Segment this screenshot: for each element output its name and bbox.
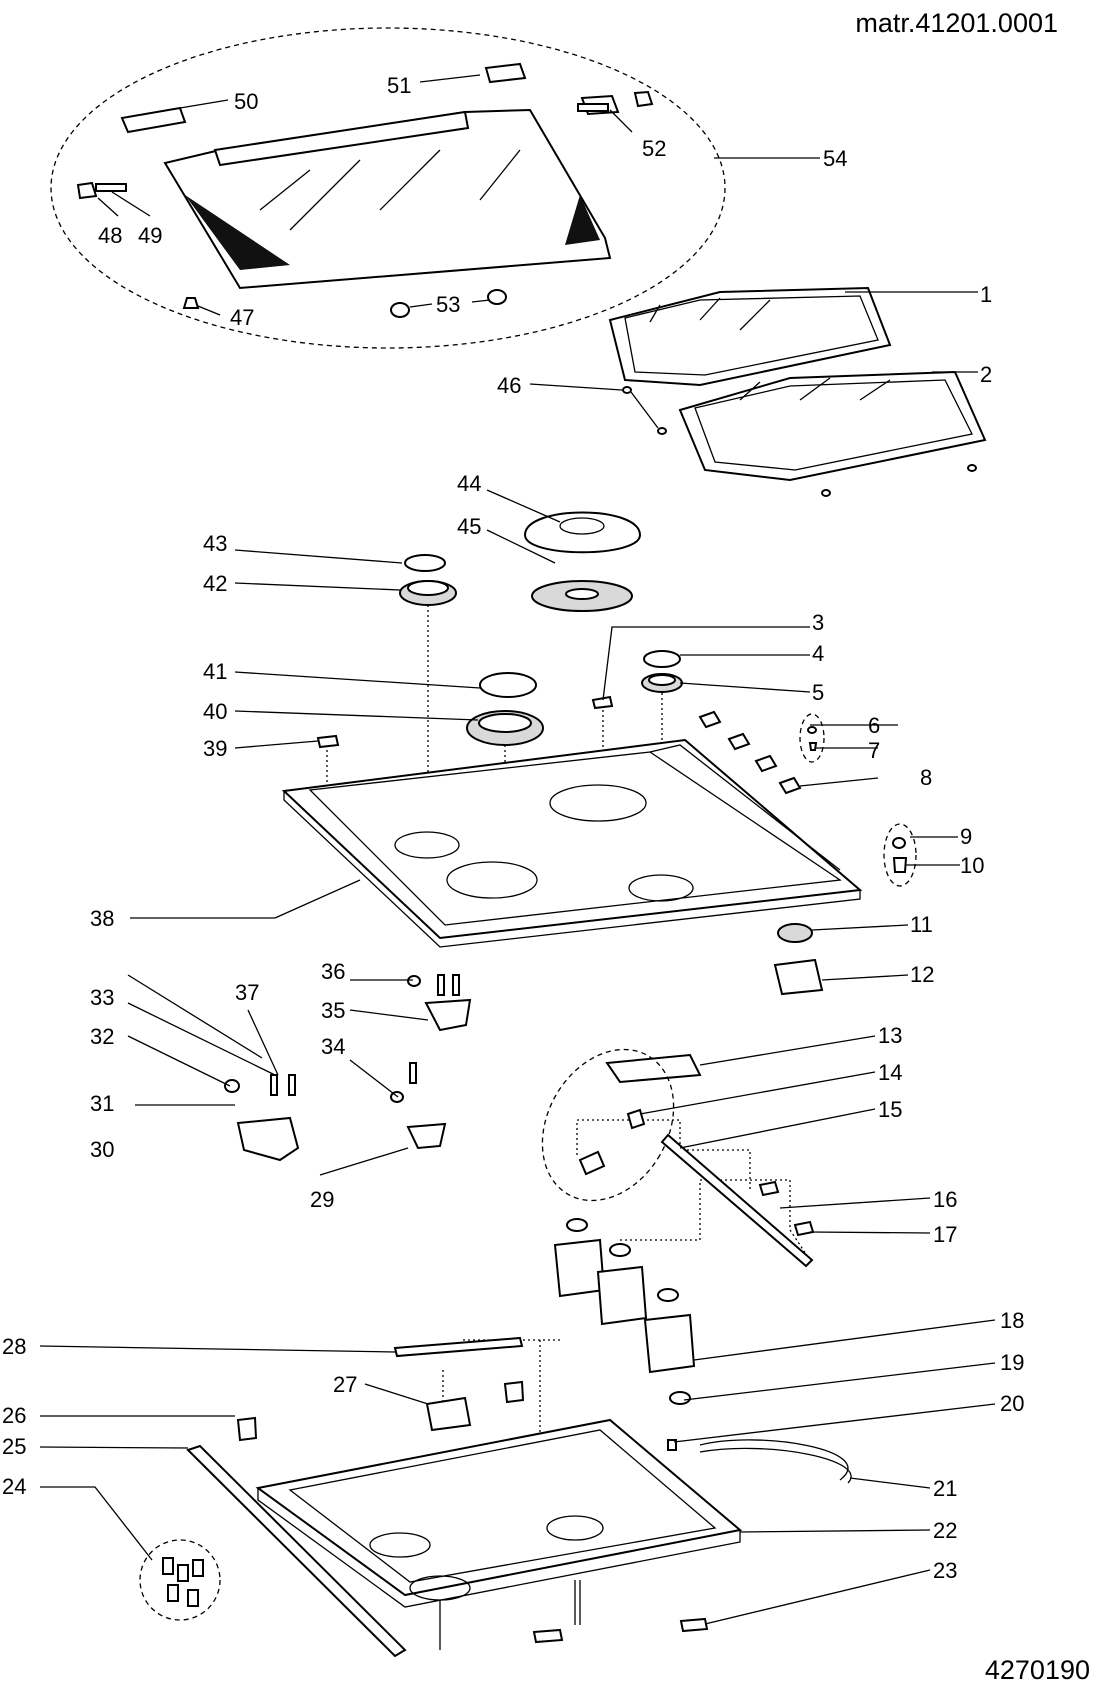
label-24: 24 — [2, 1474, 26, 1499]
label-41: 41 — [203, 659, 227, 684]
label-54: 54 — [823, 146, 847, 171]
label-26: 26 — [2, 1403, 26, 1428]
label-2: 2 — [980, 362, 992, 387]
knobs — [698, 710, 917, 887]
label-44: 44 — [457, 471, 481, 496]
label-31: 31 — [90, 1091, 114, 1116]
label-19: 19 — [1000, 1350, 1024, 1375]
label-32: 32 — [90, 1024, 114, 1049]
label-15: 15 — [878, 1097, 902, 1122]
label-8: 8 — [920, 765, 932, 790]
label-22: 22 — [933, 1518, 957, 1543]
leader-lines — [39, 74, 996, 1625]
label-37: 37 — [235, 980, 259, 1005]
pan-supports — [608, 286, 987, 497]
label-23: 23 — [933, 1558, 957, 1583]
part-labels: 1 2 3 4 5 6 7 8 9 10 11 12 13 14 15 16 1… — [2, 73, 1024, 1583]
label-16: 16 — [933, 1187, 957, 1212]
label-46: 46 — [497, 373, 521, 398]
label-28: 28 — [2, 1334, 26, 1359]
label-25: 25 — [2, 1434, 26, 1459]
label-4: 4 — [812, 641, 824, 666]
label-17: 17 — [933, 1222, 957, 1247]
hob-top — [281, 738, 863, 948]
label-30: 30 — [90, 1137, 114, 1162]
label-49: 49 — [138, 223, 162, 248]
label-18: 18 — [1000, 1308, 1024, 1333]
label-13: 13 — [878, 1023, 902, 1048]
label-7: 7 — [868, 738, 880, 763]
label-39: 39 — [203, 736, 227, 761]
label-48: 48 — [98, 223, 122, 248]
label-51: 51 — [387, 73, 411, 98]
label-9: 9 — [960, 824, 972, 849]
label-3: 3 — [812, 610, 824, 635]
label-21: 21 — [933, 1476, 957, 1501]
label-6: 6 — [868, 713, 880, 738]
label-11: 11 — [910, 912, 933, 937]
right-components — [541, 923, 824, 1268]
label-12: 12 — [910, 962, 934, 987]
label-43: 43 — [203, 531, 227, 556]
label-36: 36 — [321, 959, 345, 984]
bottom-casing — [139, 1380, 852, 1658]
burner-bowls — [224, 974, 472, 1162]
label-50: 50 — [234, 89, 258, 114]
label-10: 10 — [960, 853, 984, 878]
gas-taps — [393, 1218, 696, 1451]
label-42: 42 — [203, 571, 227, 596]
label-38: 38 — [90, 906, 114, 931]
label-53: 53 — [436, 292, 460, 317]
label-5: 5 — [812, 680, 824, 705]
label-52: 52 — [642, 136, 666, 161]
label-40: 40 — [203, 699, 227, 724]
burner-parts — [316, 511, 683, 749]
label-45: 45 — [457, 514, 481, 539]
glass-lid-assembly — [50, 27, 726, 349]
assembly-lines — [326, 605, 811, 1445]
label-14: 14 — [878, 1060, 902, 1085]
label-35: 35 — [321, 998, 345, 1023]
label-20: 20 — [1000, 1391, 1024, 1416]
model-number: matr.41201.0001 — [855, 8, 1058, 38]
label-33: 33 — [90, 985, 114, 1010]
label-1: 1 — [980, 282, 992, 307]
label-27: 27 — [333, 1372, 357, 1397]
label-29: 29 — [310, 1187, 334, 1212]
drawing-code: 4270190 — [984, 1655, 1090, 1685]
label-47: 47 — [230, 305, 254, 330]
label-34: 34 — [321, 1034, 345, 1059]
